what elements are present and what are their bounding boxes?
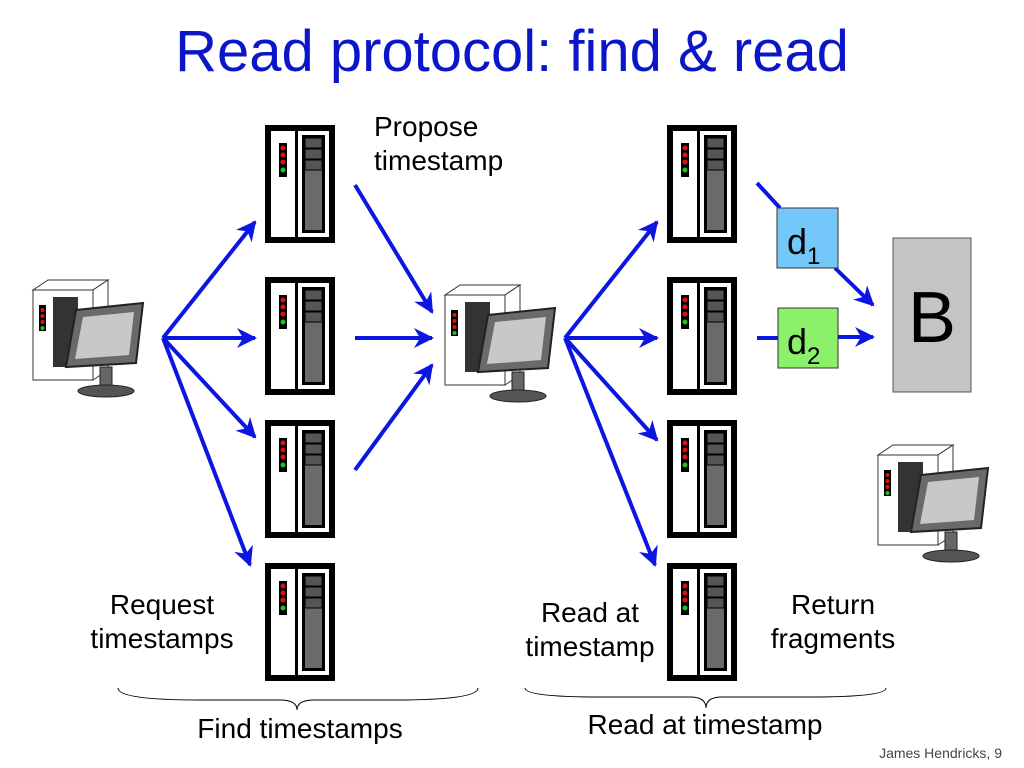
fragment-d1	[776, 207, 839, 269]
client-workstation-right	[877, 444, 989, 563]
fragment-d1-label: d1	[787, 221, 820, 270]
read-arrows	[563, 220, 659, 567]
read-brace	[524, 687, 887, 709]
footer-credit: James Hendricks, 9	[879, 745, 1002, 761]
block-b-label: B	[908, 278, 956, 358]
storage-server-2	[264, 276, 336, 396]
fragment-d2	[777, 307, 839, 369]
storage-server-5	[666, 124, 738, 244]
storage-server-6	[666, 276, 738, 396]
storage-server-7	[666, 419, 738, 539]
find-brace	[117, 687, 479, 711]
fragment-d2-label: d2	[787, 321, 820, 370]
read-at-timestamp-group-label: Read at timestamp	[587, 709, 823, 740]
client-workstation-left	[32, 279, 144, 398]
storage-server-3	[264, 419, 336, 539]
block-b	[892, 237, 972, 393]
client-workstation-center	[444, 284, 556, 403]
storage-server-1	[264, 124, 336, 244]
return-arrows	[755, 181, 875, 347]
find-timestamps-group-label: Find timestamps	[197, 713, 403, 744]
storage-server-4	[264, 562, 336, 682]
request-arrows	[161, 220, 257, 567]
propose-arrows	[353, 183, 434, 472]
slide-title: Read protocol: find & read	[175, 19, 849, 84]
